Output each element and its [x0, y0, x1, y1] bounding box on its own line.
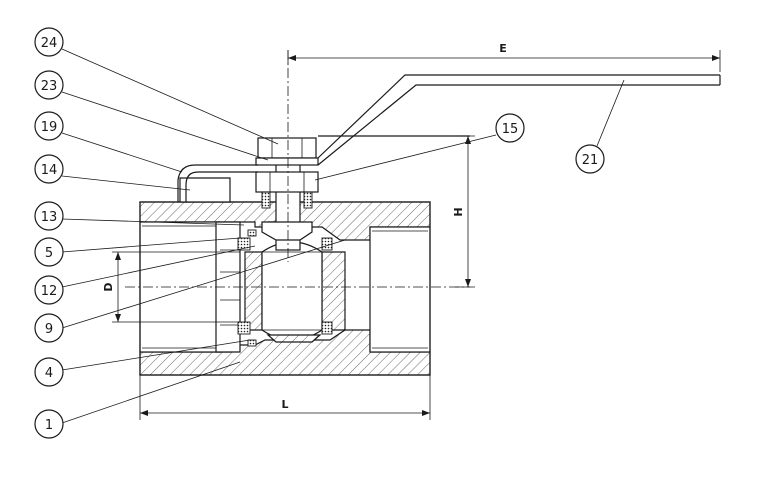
callout-label-24: 24: [41, 36, 58, 51]
handle-lever: [177, 74, 721, 202]
dimension-e: E: [287, 42, 721, 72]
callout-label-1: 1: [45, 418, 53, 433]
dimension-h: H: [452, 135, 475, 288]
callout-19: 19: [34, 111, 64, 141]
callout-4: 4: [34, 357, 64, 387]
callout-12: 12: [34, 275, 64, 305]
callout-label-15: 15: [502, 122, 519, 137]
callout-15: 15: [495, 113, 525, 143]
callout-23: 23: [34, 70, 64, 100]
leader-lines: [61, 48, 625, 424]
ball: [261, 241, 323, 343]
center-lines: [125, 50, 470, 288]
callout-label-14: 14: [41, 163, 58, 178]
dimension-label-e: E: [499, 42, 507, 55]
callout-24: 24: [34, 27, 64, 57]
callout-label-9: 9: [45, 322, 53, 337]
dimension-label-l: L: [281, 398, 288, 411]
callout-label-13: 13: [41, 210, 58, 225]
callout-label-4: 4: [45, 366, 53, 381]
seats: [237, 229, 333, 347]
callout-label-23: 23: [41, 79, 58, 94]
dimension-label-h: H: [452, 207, 465, 216]
callout-5: 5: [34, 237, 64, 267]
callout-label-12: 12: [41, 284, 58, 299]
callout-label-19: 19: [41, 120, 58, 135]
callout-label-21: 21: [582, 153, 599, 168]
callout-9: 9: [34, 313, 64, 343]
callout-label-5: 5: [45, 246, 53, 261]
callout-13: 13: [34, 201, 64, 231]
dimension-d: D: [102, 251, 240, 323]
dimension-l: L: [139, 375, 431, 420]
callout-21: 21: [575, 144, 605, 174]
callout-1: 1: [34, 409, 64, 439]
dimension-label-d: D: [102, 282, 115, 291]
callout-14: 14: [34, 154, 64, 184]
